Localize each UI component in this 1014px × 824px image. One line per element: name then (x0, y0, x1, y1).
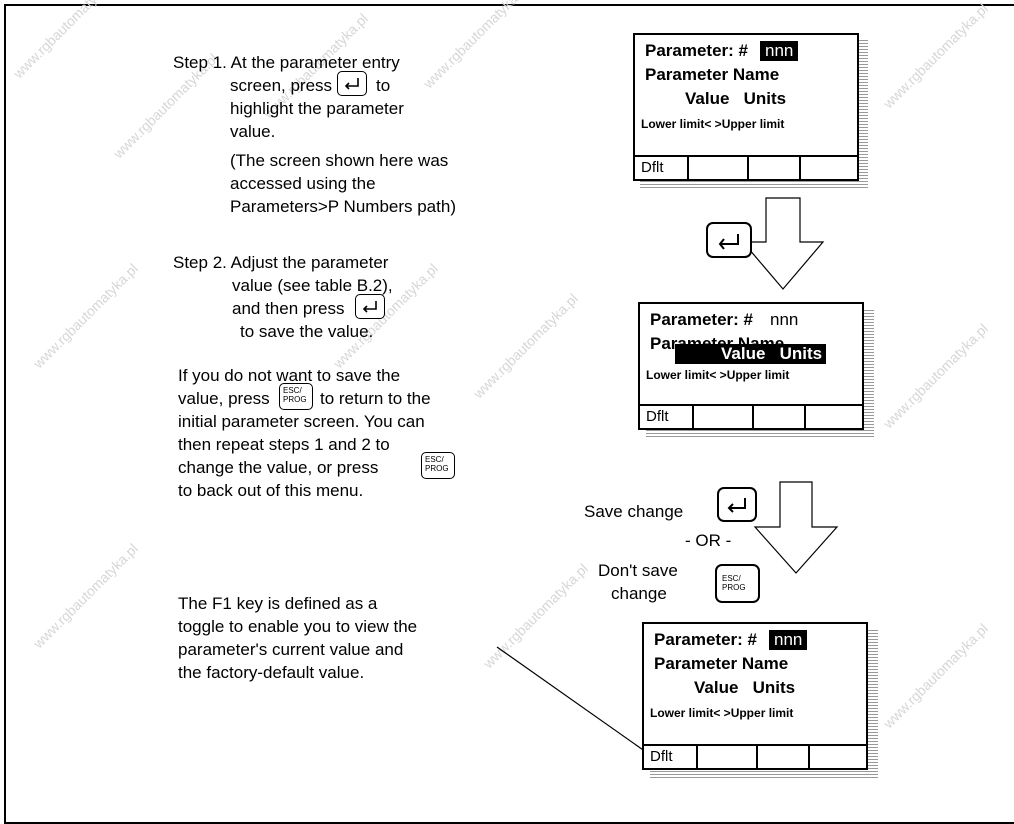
lcd-f1-label: Dflt (650, 748, 673, 765)
f1-line2: toggle to enable you to view the (178, 617, 418, 636)
lcd-param-number: nnn (760, 41, 799, 61)
step1-line4: value. (230, 122, 276, 141)
lcd-function-bar: Dflt (635, 155, 857, 179)
lcd-f1-label: Dflt (646, 408, 669, 425)
f1-line3: parameter's current value and (178, 640, 404, 659)
lcd-screen-final: Parameter: # nnn Parameter Name Value Uni… (642, 622, 868, 770)
lcd-limits: Lower limit< >Upper limit (646, 368, 790, 382)
nosave-line6: to back out of this menu. (178, 481, 364, 500)
nosave-line2b: to return to the (320, 389, 431, 408)
lcd-param-line: Parameter: # nnn (654, 630, 808, 650)
lcd-value-units-highlighted: Value Units (675, 344, 827, 364)
esc-key-label-1: ESC/ (425, 455, 444, 464)
lcd-f3-cell (756, 746, 810, 768)
lcd-f2-cell (696, 746, 758, 768)
dont-save-label-1: Don't save (598, 561, 678, 580)
esc-prog-key-icon: ESC/PROG (279, 383, 313, 410)
enter-key-icon (706, 222, 752, 258)
esc-key-label-2: PROG (283, 395, 307, 404)
esc-prog-key-icon: ESC/PROG (421, 452, 455, 479)
step2-line3: and then press (232, 299, 345, 318)
esc-key-label-1: ESC/ (722, 574, 741, 583)
lcd-param-label: Parameter: # (650, 310, 754, 329)
lcd-param-line: Parameter: # nnn (650, 310, 803, 330)
step1-line2: screen, press (230, 76, 333, 95)
lcd-f3-cell (747, 157, 801, 179)
step1-line2b: to (376, 76, 391, 95)
or-label: - OR - (685, 531, 732, 550)
lcd-limits: Lower limit< >Upper limit (650, 706, 794, 720)
enter-key-icon (355, 294, 385, 319)
step2-line4: to save the value. (240, 322, 374, 341)
lcd-param-number: nnn (769, 630, 808, 650)
enter-key-icon (717, 487, 757, 522)
lcd-param-name: Parameter Name (645, 65, 780, 84)
nosave-line3: initial parameter screen. You can (178, 412, 425, 431)
enter-key-icon (337, 71, 367, 96)
step1-line3: highlight the parameter (230, 99, 404, 118)
step2-line1: Step 2. Adjust the parameter (173, 253, 389, 272)
lcd-limits: Lower limit< >Upper limit (641, 117, 785, 131)
lcd-param-name: Parameter Name (654, 654, 789, 673)
lcd-param-line: Parameter: # nnn (645, 41, 799, 61)
esc-key-label-2: PROG (425, 464, 449, 473)
lcd-f1-cell: Dflt (644, 746, 698, 768)
step1-line1: Step 1. At the parameter entry (173, 53, 400, 72)
lcd-f1-cell: Dflt (635, 157, 689, 179)
f1-line4: the factory-default value. (178, 663, 365, 682)
esc-key-label-2: PROG (722, 583, 746, 592)
lcd-screen-initial: Parameter: # nnn Parameter Name Value Uni… (633, 33, 859, 181)
note-line1: (The screen shown here was (230, 151, 449, 170)
note-line3: Parameters>P Numbers path) (230, 197, 456, 216)
f1-line1: The F1 key is defined as a (178, 594, 378, 613)
lcd-f1-cell: Dflt (640, 406, 694, 428)
lcd-f3-cell (752, 406, 806, 428)
lcd-f1-label: Dflt (641, 159, 664, 176)
lcd-function-bar: Dflt (640, 404, 862, 428)
lcd-param-label: Parameter: # (645, 41, 749, 60)
esc-key-label-1: ESC/ (283, 386, 302, 395)
lcd-value-units: Value Units (694, 678, 796, 697)
lcd-f2-cell (692, 406, 754, 428)
lcd-screen-edit: Parameter: #nnn Parameter Name Value Uni… (638, 302, 864, 430)
nosave-line5a: change the value, or press (178, 458, 379, 477)
nosave-line1: If you do not want to save the (178, 366, 401, 385)
lcd-function-bar: Dflt (644, 744, 866, 768)
lcd-param-number: nnn (770, 310, 799, 329)
lcd-f2-cell (687, 157, 749, 179)
dont-save-label-2: change (611, 584, 667, 603)
note-line2: accessed using the (230, 174, 376, 193)
save-change-label: Save change (584, 502, 684, 521)
step2-line2: value (see table B.2), (232, 276, 393, 295)
lcd-value-units: Value Units (685, 89, 787, 108)
nosave-line2a: value, press (178, 389, 270, 408)
nosave-line4: then repeat steps 1 and 2 to (178, 435, 390, 454)
esc-prog-key-icon: ESC/PROG (715, 564, 760, 603)
lcd-param-label: Parameter: # (654, 630, 758, 649)
